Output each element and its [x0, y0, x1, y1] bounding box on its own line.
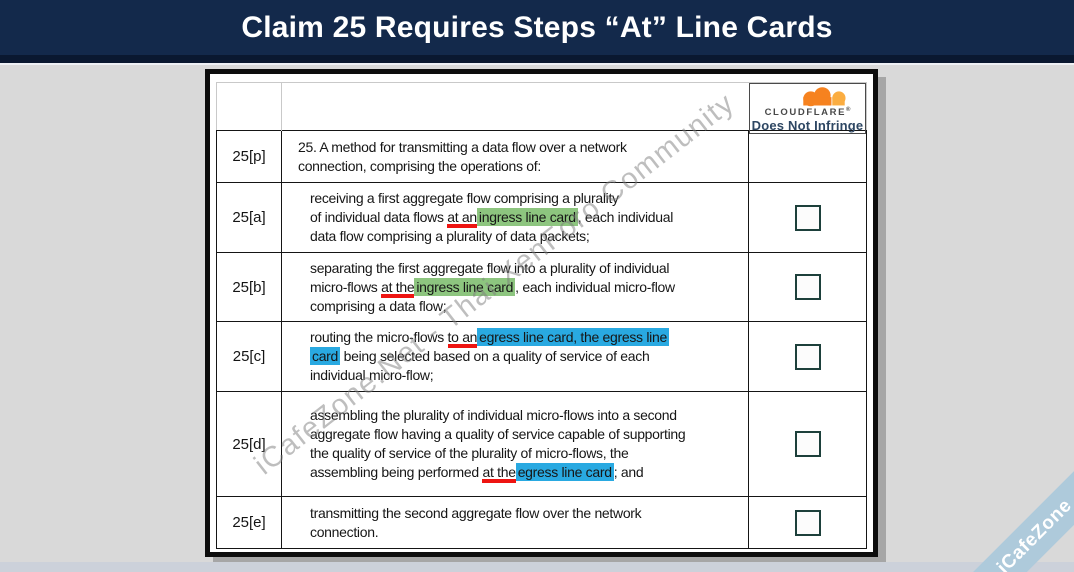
claim-id: 25[b]	[217, 253, 282, 321]
claim-text-segment: assembling being performed	[310, 464, 483, 480]
red-underlined-text: at the	[381, 277, 415, 298]
claim-text: routing the micro-flows to an egress lin…	[282, 322, 749, 391]
claim-text-line: comprising a data flow;	[310, 297, 744, 316]
claim-text-segment: routing the micro-flows	[310, 329, 448, 345]
claim-text-segment: being selected based on a quality of ser…	[340, 348, 650, 364]
highlighted-text-green: ingress line card	[414, 277, 516, 296]
claim-text-line: assembling being performed at the egress…	[310, 463, 744, 483]
table-row: 25[b] separating the first aggregate flow…	[216, 253, 867, 322]
table-row: 25[a] receiving a first aggregate flow co…	[216, 183, 867, 253]
claim-text-line: micro-flows at the ingress line card, ea…	[310, 277, 744, 298]
watermark-corner-ribbon: iCafeZone	[936, 438, 1074, 572]
claim-text-segment: assembling the plurality of individual m…	[310, 407, 677, 423]
claim-text-line: card being selected based on a quality o…	[310, 347, 744, 366]
claim-id: 25[p]	[217, 131, 282, 182]
does-not-infringe-label: Does Not Infringe	[751, 118, 864, 134]
checkbox-cell	[749, 497, 866, 548]
table-row: 25[d] assembling the plurality of individ…	[216, 392, 867, 497]
claim-id: 25[d]	[217, 392, 282, 496]
claim-table-body: CLOUDFLARE® Does Not Infringe 25[p] 25. A…	[216, 82, 867, 549]
claim-text: 25. A method for transmitting a data flo…	[282, 131, 749, 182]
watermark-corner-text: iCafeZone	[993, 495, 1074, 572]
claim-text-segment: connection.	[310, 523, 379, 540]
red-underlined-text: to an	[447, 328, 477, 348]
claim-text-line: connection, comprising the operations of…	[298, 157, 744, 176]
claim-text-line: separating the first aggregate flow into…	[310, 259, 744, 278]
claim-text-segment: , each individual micro-flow	[515, 278, 675, 295]
claim-text-line: data flow comprising a plurality of data…	[310, 227, 744, 246]
claim-text-line: 25. A method for transmitting a data flo…	[298, 138, 744, 157]
claim-text-segment: transmitting the second aggregate flow o…	[310, 504, 642, 521]
title-bar-edge-line	[0, 63, 1074, 65]
infringement-checkbox[interactable]	[794, 509, 821, 536]
claim-text-segment: aggregate flow having a quality of servi…	[310, 426, 686, 442]
claims-table: CLOUDFLARE® Does Not Infringe 25[p] 25. A…	[205, 69, 878, 557]
highlighted-text-blue: egress line card, the egress line	[477, 328, 669, 346]
claim-text-segment: receiving a first aggregate flow compris…	[310, 190, 619, 206]
page-title: Claim 25 Requires Steps “At” Line Cards	[241, 10, 833, 44]
table-row: 25[e] transmitting the second aggregate f…	[216, 497, 867, 549]
red-underlined-text: at the	[482, 463, 516, 483]
table-header-row: CLOUDFLARE® Does Not Infringe	[216, 82, 867, 135]
highlighted-text-blue: card	[310, 347, 341, 365]
header-cell-claim-id	[217, 83, 282, 135]
claim-text-segment: comprising a data flow;	[310, 297, 447, 314]
claim-id: 25[a]	[217, 183, 282, 252]
claim-text-line: aggregate flow having a quality of servi…	[310, 425, 744, 444]
claim-text: transmitting the second aggregate flow o…	[282, 497, 749, 548]
claim-text-segment: connection, comprising the operations of…	[298, 157, 541, 174]
table-row: 25[p] 25. A method for transmitting a dat…	[216, 130, 867, 183]
claim-text-segment: ; and	[613, 464, 644, 480]
claim-text-line: assembling the plurality of individual m…	[310, 406, 744, 425]
title-bar: Claim 25 Requires Steps “At” Line Cards	[0, 0, 1074, 55]
claim-id: 25[e]	[217, 497, 282, 548]
checkbox-cell	[749, 183, 866, 252]
claim-text-line: individual micro-flow;	[310, 366, 744, 385]
claim-text-line: of individual data flows at an ingress l…	[310, 208, 744, 228]
claim-id: 25[c]	[217, 322, 282, 391]
checkbox-cell	[749, 322, 866, 391]
claim-text-segment: data flow comprising a plurality of data…	[310, 228, 590, 244]
table-row: 25[c] routing the micro-flows to an egres…	[216, 322, 867, 392]
infringement-checkbox[interactable]	[794, 343, 821, 370]
claim-text: receiving a first aggregate flow compris…	[282, 183, 749, 252]
claim-text-segment: the quality of service of the plurality …	[310, 445, 629, 461]
title-bar-accent-strip	[0, 55, 1074, 63]
claim-text-segment: micro-flows	[310, 278, 382, 295]
claim-text-segment: separating the first aggregate flow into…	[310, 259, 670, 276]
checkbox-cell	[749, 253, 866, 321]
claim-text-segment: of individual data flows	[310, 209, 448, 225]
checkbox-cell	[749, 131, 866, 182]
highlighted-text-blue: egress line card	[515, 463, 614, 481]
cloudflare-wordmark-text: CLOUDFLARE	[764, 107, 847, 119]
cloudflare-cloud-icon	[803, 87, 846, 107]
infringement-checkbox[interactable]	[794, 204, 821, 231]
highlighted-text-green: ingress line card	[476, 208, 578, 226]
claim-text-line: routing the micro-flows to an egress lin…	[310, 328, 744, 348]
infringement-checkbox[interactable]	[794, 431, 821, 457]
claim-text-line: connection.	[310, 523, 744, 542]
claim-text: separating the first aggregate flow into…	[282, 253, 749, 321]
claim-text-line: the quality of service of the plurality …	[310, 444, 744, 463]
infringement-checkbox[interactable]	[794, 274, 821, 300]
header-cell-claim-text	[282, 83, 749, 134]
claim-text-line: receiving a first aggregate flow compris…	[310, 189, 744, 208]
red-underlined-text: at an	[447, 208, 477, 228]
registered-mark: ®	[846, 107, 851, 113]
cloudflare-wordmark: CLOUDFLARE®	[765, 107, 851, 118]
claim-text-line: transmitting the second aggregate flow o…	[310, 504, 744, 523]
claim-text-segment: 25. A method for transmitting a data flo…	[298, 138, 627, 155]
checkbox-cell	[749, 392, 866, 496]
claim-text-segment: individual micro-flow;	[310, 367, 434, 383]
bottom-strip	[0, 562, 1074, 572]
claim-text: assembling the plurality of individual m…	[282, 392, 749, 496]
cloudflare-logo-cell: CLOUDFLARE® Does Not Infringe	[749, 83, 866, 135]
claim-text-segment: , each individual	[577, 209, 674, 225]
